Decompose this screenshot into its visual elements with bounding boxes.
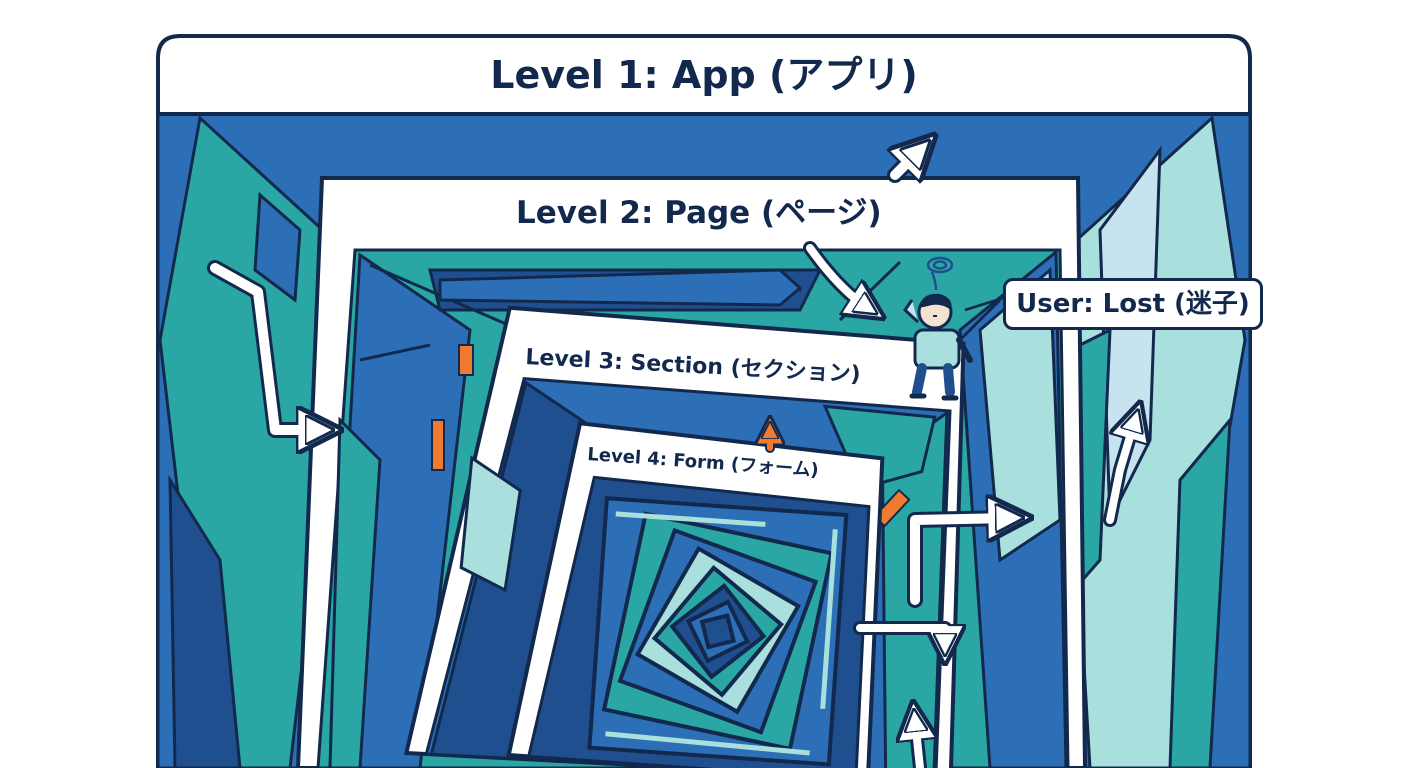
level-4-frame [506,421,885,768]
user-label: User: Lost (迷子) [1016,289,1250,319]
level-2-label: Level 2: Page (ページ) [516,195,882,231]
user-callout: User: Lost (迷子) [1003,278,1263,330]
path-arrows [207,150,1135,768]
confused-swirl-icon [926,256,954,291]
person-icon [903,256,1004,401]
level-1-label: Level 1: App (アプリ) [490,53,918,97]
